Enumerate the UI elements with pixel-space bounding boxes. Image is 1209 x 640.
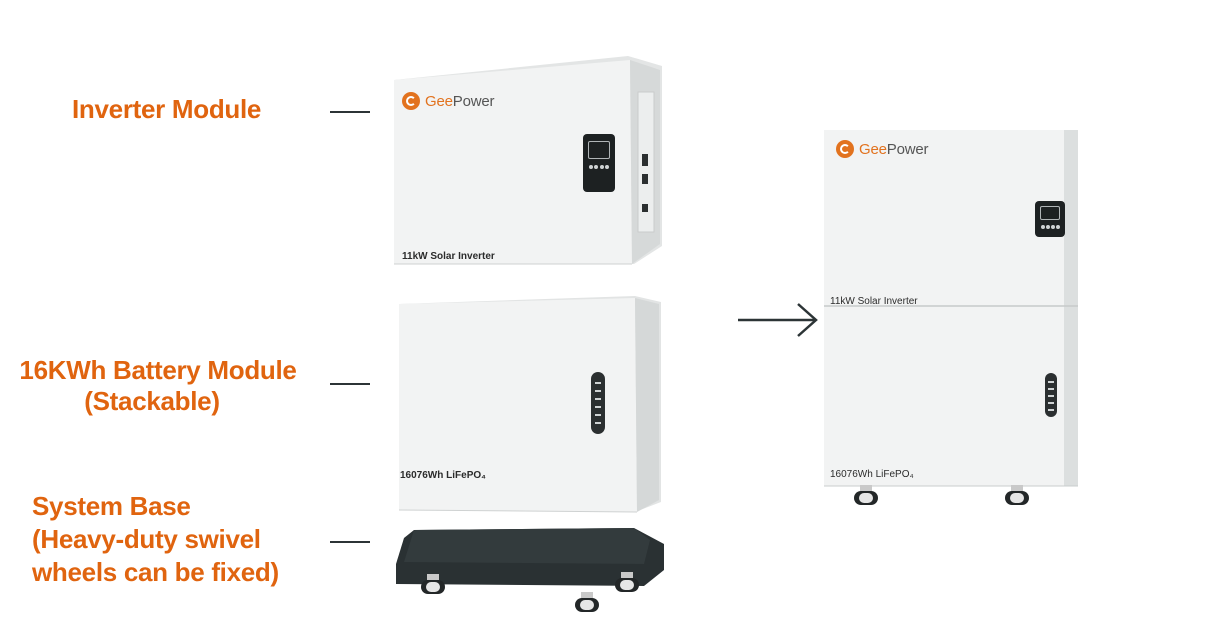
base-leader-line [330, 541, 370, 543]
assembled-lcd-screen [1040, 206, 1060, 220]
battery-module-casing [398, 296, 661, 513]
assembled-wheel-right [1004, 485, 1030, 505]
battery-indicator-panel [591, 372, 605, 434]
assembled-brand-name: GeePower [859, 140, 929, 158]
base-wheel-front-left [420, 574, 446, 594]
inverter-module-label: Inverter Module [72, 94, 262, 124]
inverter-model-text: 11kW Solar Inverter [402, 251, 495, 262]
assembled-wheel-left [853, 485, 879, 505]
inverter-brand: GeePower [402, 92, 494, 110]
assembled-battery-indicator-panel [1045, 373, 1057, 417]
system-base-label: System Base (Heavy-duty swivel wheels ca… [32, 490, 279, 589]
geepower-logo-icon [402, 92, 420, 110]
system-base-platform [396, 528, 664, 586]
battery-module-label-line1: 16KWh Battery Module [19, 355, 297, 385]
battery-leader-line [330, 383, 370, 385]
inverter-display-panel [583, 134, 615, 192]
system-base-label-line2: (Heavy-duty swivel [32, 524, 261, 554]
assembled-system-casing [824, 130, 1078, 487]
system-base-label-line3: wheels can be fixed) [32, 557, 279, 587]
inverter-control-buttons [588, 165, 610, 169]
inverter-brand-name: GeePower [425, 92, 495, 110]
battery-module-label-line2: (Stackable) [84, 386, 220, 416]
base-wheel-front-right [574, 592, 600, 612]
assembled-battery-model-text: 16076Wh LiFePO₄ [830, 469, 914, 480]
inverter-leader-line [330, 111, 370, 113]
battery-module-label: 16KWh Battery Module (Stackable) [8, 355, 308, 417]
inverter-module-casing [394, 56, 662, 265]
right-arrow-icon [738, 303, 818, 337]
assembled-control-buttons [1040, 225, 1060, 229]
base-wheel-rear-right [614, 572, 640, 592]
assembled-display-panel [1035, 201, 1065, 237]
battery-model-text: 16076Wh LiFePO₄ [400, 470, 486, 481]
assembled-inverter-model-text: 11kW Solar Inverter [830, 296, 918, 307]
assembled-brand: GeePower [836, 140, 928, 158]
inverter-lcd-screen [588, 141, 610, 159]
system-base-label-line1: System Base [32, 491, 191, 521]
geepower-logo-icon [836, 140, 854, 158]
